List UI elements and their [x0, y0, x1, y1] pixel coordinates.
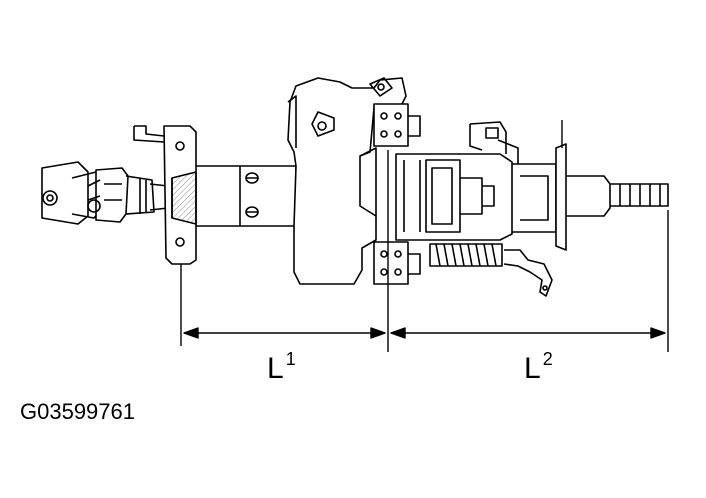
- steering-shaft-upper: [512, 143, 669, 251]
- dimension-l2-letter: L: [524, 352, 541, 385]
- column-housing: [287, 77, 407, 285]
- lock-mechanism: [395, 121, 519, 241]
- dimension-l1-letter: L: [267, 352, 284, 385]
- universal-joint: [41, 161, 169, 225]
- figure-id: G03599761: [20, 399, 135, 424]
- dimension-l2-subscript: 2: [542, 349, 553, 369]
- lower-mounting-bracket: [133, 125, 197, 265]
- tilt-bracket-upper: [373, 103, 421, 147]
- column-tube: [196, 165, 297, 227]
- dimension-l1-subscript: 1: [285, 349, 296, 369]
- dimension-lines: [180, 120, 669, 352]
- tilt-spring: [429, 243, 553, 297]
- tilt-bracket-lower: [373, 241, 421, 285]
